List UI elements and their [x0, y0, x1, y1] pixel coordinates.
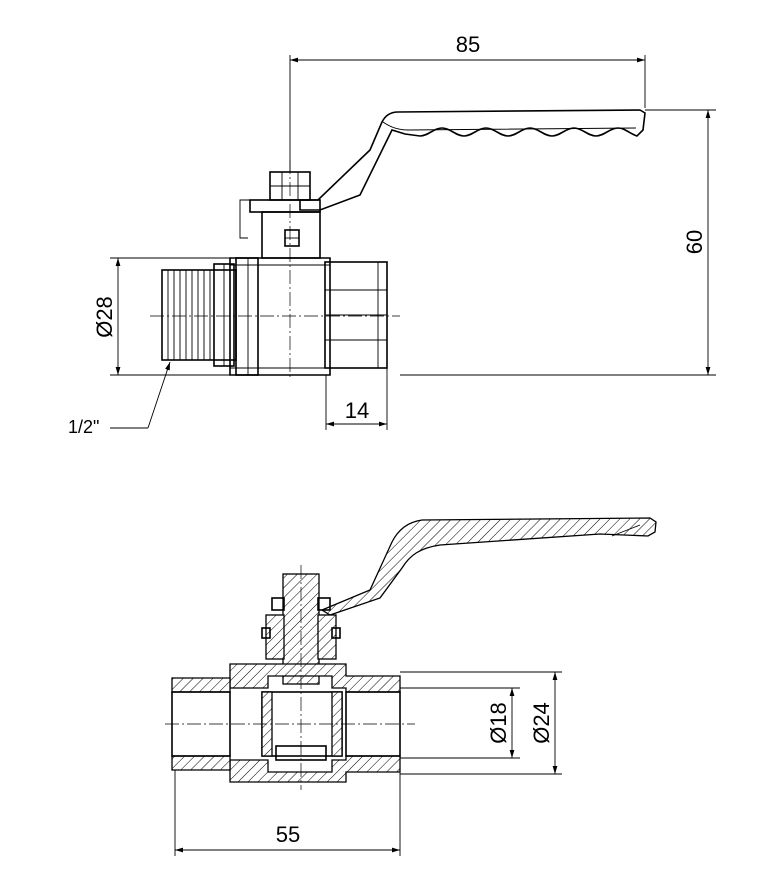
dim-socket-length: 14	[325, 368, 388, 430]
stem-nut	[249, 171, 321, 259]
section-view: Ø18 Ø24 55	[165, 517, 657, 856]
dim-60-label: 60	[682, 230, 707, 254]
dim-o28-label: Ø28	[92, 296, 117, 338]
dim-bore-diameter: Ø18	[400, 687, 520, 759]
dim-o24-label: Ø24	[529, 702, 554, 744]
side-view: 85 60 Ø28 1/2" 14	[68, 32, 716, 437]
thread-size-label: 1/2"	[68, 417, 99, 437]
valve-body	[150, 160, 400, 380]
lever-handle	[239, 109, 646, 239]
dim-socket-diameter: Ø24	[400, 671, 562, 775]
dim-body-length: 55	[174, 770, 401, 856]
dim-o18-label: Ø18	[486, 702, 511, 744]
dim-overall-length: 85	[289, 32, 646, 172]
dim-body-diameter: Ø28	[92, 257, 232, 376]
lever-section	[320, 517, 657, 616]
thread-callout: 1/2"	[68, 361, 171, 437]
dim-85-label: 85	[456, 32, 480, 57]
dim-55-label: 55	[276, 822, 300, 847]
dim-14-label: 14	[345, 398, 369, 423]
body-section	[165, 565, 415, 790]
dim-height: 60	[400, 109, 716, 376]
thread-lines	[167, 270, 211, 360]
